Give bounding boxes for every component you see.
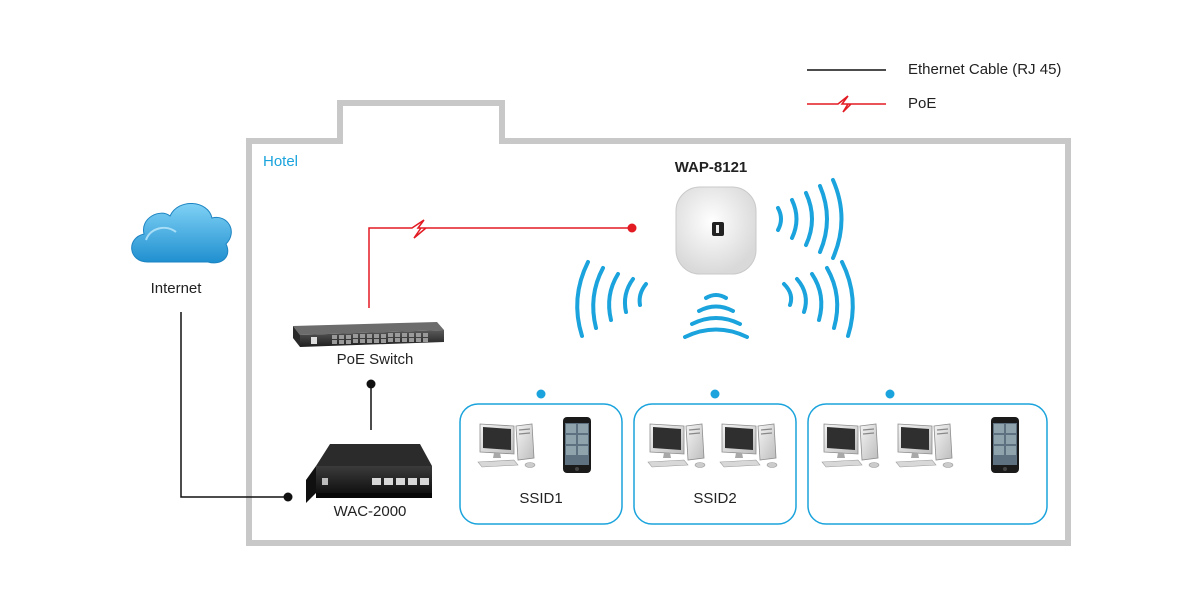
connector-dot [283, 492, 293, 502]
internet-label: Internet [150, 280, 202, 297]
poe-connector-dot [627, 223, 637, 233]
group-label-ssid2: SSID2 [693, 490, 737, 507]
legend-poe-label: PoE [908, 95, 937, 112]
legend [807, 69, 886, 113]
connector-dot [366, 379, 376, 389]
client-group-box-2 [633, 403, 797, 525]
client-group-box-3 [807, 403, 1048, 525]
access-point-device [675, 186, 757, 275]
ethernet-line-internet [180, 312, 288, 498]
smartphone-icon [991, 417, 1019, 473]
cloud-icon [131, 203, 232, 264]
desktop-icon [821, 423, 880, 469]
hotel-label: Hotel [263, 153, 299, 170]
legend-poe-line [807, 95, 886, 113]
controller-label: WAC-2000 [333, 503, 407, 520]
wifi-waves [575, 178, 855, 339]
poe-switch-device [293, 322, 444, 347]
desktop-icon [895, 423, 954, 469]
smartphone-icon [563, 417, 591, 473]
controller-device [306, 444, 432, 503]
poe-switch-label: PoE Switch [336, 351, 414, 368]
desktop-icon [647, 423, 706, 469]
desktop-icon [719, 423, 778, 469]
group-dot [710, 389, 720, 399]
access-point-label: WAP-8121 [674, 159, 748, 176]
group-dot [885, 389, 895, 399]
hotel-building-outline [246, 100, 1071, 546]
poe-line [368, 219, 632, 308]
group-dot [536, 389, 546, 399]
legend-ethernet-label: Ethernet Cable (RJ 45) [908, 61, 1062, 78]
desktop-icon [477, 423, 536, 469]
client-group-box-1 [459, 403, 623, 525]
group-label-ssid1: SSID1 [519, 490, 563, 507]
